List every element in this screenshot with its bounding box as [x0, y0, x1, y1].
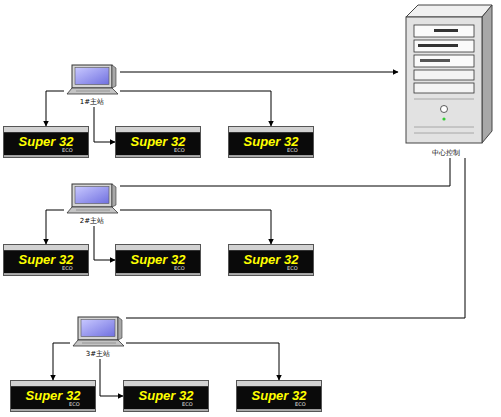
- link-line: [100, 359, 123, 396]
- controller-box: Super 32ECO: [228, 244, 314, 276]
- server-side: [482, 5, 492, 143]
- link-line: [120, 158, 450, 186]
- power-button: [441, 106, 448, 113]
- device-series: ECO: [174, 147, 185, 153]
- link-line: [120, 91, 271, 126]
- device-series: ECO: [62, 265, 73, 271]
- node-label: 中心控制: [398, 149, 494, 158]
- controller-box: Super 32ECO: [3, 244, 89, 276]
- controller-box: Super 32ECO: [3, 126, 89, 158]
- device-model: Super 32: [4, 253, 88, 267]
- drive-bay: [414, 40, 474, 52]
- device-model: Super 32: [124, 389, 208, 403]
- drive-bay: [414, 70, 474, 80]
- controller-box: Super 32ECO: [123, 380, 209, 412]
- drive-bay: [414, 83, 474, 93]
- device-series: ECO: [287, 265, 298, 271]
- laptop-icon: [67, 65, 118, 94]
- power-led: [442, 117, 445, 120]
- drive-slot: [434, 29, 458, 32]
- server-vent: [414, 133, 474, 134]
- link-line: [126, 343, 279, 380]
- device-model: Super 32: [237, 389, 321, 403]
- laptop-icon: [67, 184, 118, 213]
- node-label: 2#主站: [64, 217, 120, 226]
- drive-bay: [414, 55, 474, 67]
- node-label: 1#主站: [64, 98, 120, 107]
- laptop-icon: [73, 317, 124, 346]
- device-series: ECO: [295, 401, 306, 407]
- master-station-node: 3#主站: [70, 316, 126, 359]
- link-line: [94, 107, 115, 142]
- controller-box: Super 32ECO: [236, 380, 322, 412]
- controller-box: Super 32ECO: [115, 244, 201, 276]
- device-model: Super 32: [4, 135, 88, 149]
- server-vent: [414, 99, 474, 100]
- device-model: Super 32: [116, 253, 200, 267]
- master-station-node: 1#主站: [64, 64, 120, 107]
- device-model: Super 32: [116, 135, 200, 149]
- device-series: ECO: [182, 401, 193, 407]
- link-line: [46, 91, 64, 126]
- controller-box: Super 32ECO: [115, 126, 201, 158]
- drive-bay: [414, 25, 474, 37]
- device-series: ECO: [287, 147, 298, 153]
- server-node: 中心控制: [398, 3, 494, 158]
- master-station-node: 2#主站: [64, 183, 120, 226]
- link-line: [94, 226, 115, 260]
- link-line: [46, 210, 64, 244]
- drive-slot: [420, 59, 450, 62]
- server-top: [406, 5, 492, 17]
- drive-slot: [418, 44, 458, 47]
- link-line: [53, 343, 70, 380]
- device-series: ECO: [62, 147, 73, 153]
- device-series: ECO: [174, 265, 185, 271]
- controller-box: Super 32ECO: [10, 380, 96, 412]
- device-series: ECO: [69, 401, 80, 407]
- server-front: [406, 17, 482, 143]
- link-line: [120, 210, 271, 244]
- node-label: 3#主站: [70, 350, 126, 359]
- link-line: [126, 158, 465, 318]
- server-icon: [406, 5, 492, 143]
- device-model: Super 32: [229, 135, 313, 149]
- device-model: Super 32: [229, 253, 313, 267]
- server-vent: [414, 127, 474, 128]
- controller-box: Super 32ECO: [228, 126, 314, 158]
- device-model: Super 32: [11, 389, 95, 403]
- link-line: [120, 72, 398, 73]
